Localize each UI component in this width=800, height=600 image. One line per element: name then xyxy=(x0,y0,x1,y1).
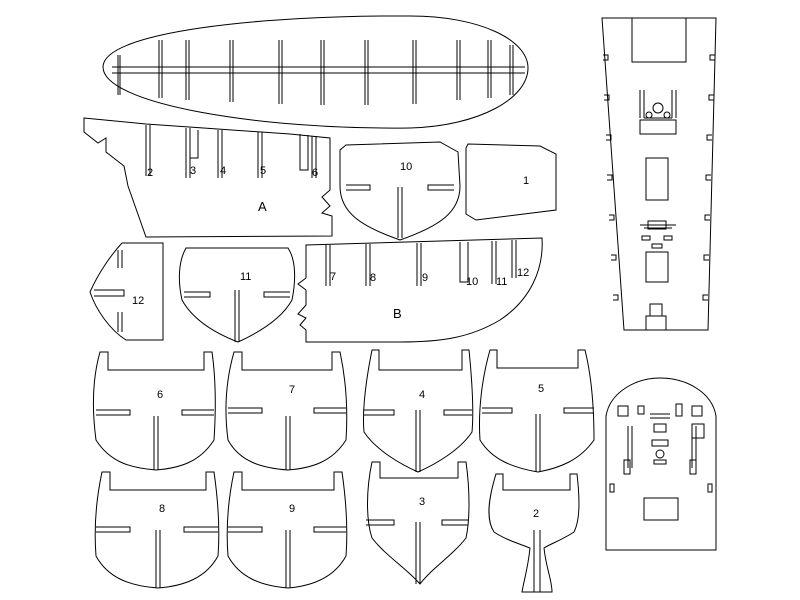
section-9-part: 9 xyxy=(226,471,348,589)
label-section-9: 9 xyxy=(289,503,295,515)
label-frame-2: 2 xyxy=(147,167,153,179)
bulkhead-10-part: 10 xyxy=(339,141,461,241)
section-4-part: 4 xyxy=(362,349,474,473)
label-section-4: 4 xyxy=(419,389,425,401)
label-frame-7: 7 xyxy=(330,271,336,283)
label-keel-b: B xyxy=(393,306,402,321)
label-frame-8: 8 xyxy=(370,272,376,284)
label-frame-11: 11 xyxy=(496,276,507,288)
label-section-5: 5 xyxy=(538,383,544,395)
section-6-part: 6 xyxy=(92,351,216,471)
label-frame-4: 4 xyxy=(220,165,226,177)
section-7-part: 7 xyxy=(225,351,348,471)
label-bulkhead-12: 12 xyxy=(132,295,144,307)
bulkhead-1-part: 1 xyxy=(465,143,557,221)
bulkhead-12-part: 12 xyxy=(89,242,164,341)
label-frame-6: 6 xyxy=(312,167,318,179)
label-bulkhead-1: 1 xyxy=(523,175,529,187)
keel-part-b: 7 8 9 10 11 12 B xyxy=(297,237,543,343)
label-section-3: 3 xyxy=(419,496,425,508)
deck-slots xyxy=(117,40,514,105)
section-3-part: 3 xyxy=(366,461,470,585)
label-section-8: 8 xyxy=(159,503,165,515)
label-section-6: 6 xyxy=(157,389,163,401)
label-frame-5: 5 xyxy=(260,165,266,177)
upper-deck-plan-part xyxy=(601,17,717,331)
lower-deck-plan-part xyxy=(605,377,717,551)
section-2-part: 2 xyxy=(488,473,580,593)
label-section-2: 2 xyxy=(533,508,539,520)
label-bulkhead-11: 11 xyxy=(240,271,251,283)
bulkhead-11-part: 11 xyxy=(178,247,296,343)
label-keel-a: A xyxy=(258,199,267,214)
section-8-part: 8 xyxy=(94,471,220,589)
deck-edge-notches xyxy=(603,54,715,301)
section-5-part: 5 xyxy=(479,349,595,473)
main-deck-part xyxy=(102,15,529,129)
label-bulkhead-10: 10 xyxy=(400,161,412,173)
label-frame-12: 12 xyxy=(517,267,529,279)
label-frame-9: 9 xyxy=(422,272,428,284)
keel-part-a: 2 3 4 5 6 A xyxy=(83,117,333,238)
label-section-7: 7 xyxy=(289,384,295,396)
label-frame-10: 10 xyxy=(466,276,478,288)
label-frame-3: 3 xyxy=(190,165,196,177)
